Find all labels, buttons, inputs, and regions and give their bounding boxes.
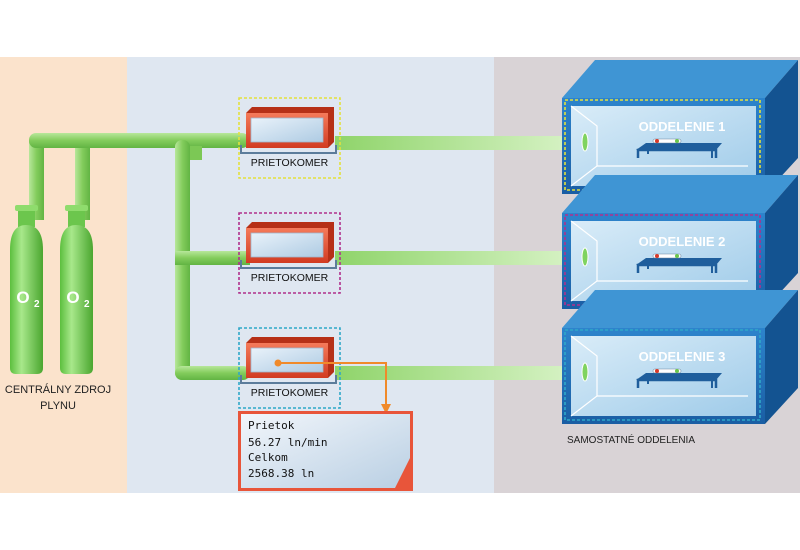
cylinder-gas-symbol: O xyxy=(66,288,79,307)
source-label-line2: PLYNU xyxy=(40,400,76,412)
flowmeter-label: PRIETOKOMER xyxy=(251,157,329,169)
department-label: ODDELENIE 1 xyxy=(639,119,726,134)
flowmeter-display xyxy=(250,232,324,258)
flow-readout-panel: Prietok 56.27 ln/min Celkom 2568.38 ln xyxy=(238,411,413,491)
cylinder-gas-subscript: 2 xyxy=(84,299,90,310)
source-label-line1: CENTRÁLNY ZDROJ xyxy=(5,383,111,396)
cylinder-gas-symbol: O xyxy=(16,288,29,307)
total-label: Celkom xyxy=(248,451,288,464)
flow-value: 56.27 ln/min xyxy=(248,436,327,449)
department-room: ODDELENIE 2 xyxy=(562,175,798,309)
flowmeter: PRIETOKOMER xyxy=(238,212,341,294)
flowmeter-label: PRIETOKOMER xyxy=(251,272,329,284)
flowmeter-frame xyxy=(238,97,341,179)
flowmeter: PRIETOKOMER xyxy=(238,327,341,409)
pipe-network xyxy=(29,133,570,380)
cylinder-gas-subscript: 2 xyxy=(34,299,40,310)
departments-caption: SAMOSTATNÉ ODDELENIA xyxy=(567,433,695,446)
department-room: ODDELENIE 1 xyxy=(562,60,798,194)
flowmeter-label: PRIETOKOMER xyxy=(251,387,329,399)
flow-label: Prietok xyxy=(248,419,295,432)
readout-connector xyxy=(274,359,391,414)
flowmeter: PRIETOKOMER xyxy=(238,97,341,179)
flowmeter-display xyxy=(250,347,324,373)
flowmeter-frame xyxy=(238,327,341,409)
flowmeter-frame xyxy=(238,212,341,294)
oxygen-outlet xyxy=(581,132,589,152)
flowmeter-display xyxy=(250,117,324,143)
total-value: 2568.38 ln xyxy=(248,467,314,480)
department-room: ODDELENIE 3 xyxy=(562,290,798,424)
department-label: ODDELENIE 3 xyxy=(639,349,726,364)
oxygen-outlet xyxy=(581,247,589,267)
oxygen-outlet xyxy=(581,362,589,382)
department-label: ODDELENIE 2 xyxy=(639,234,726,249)
